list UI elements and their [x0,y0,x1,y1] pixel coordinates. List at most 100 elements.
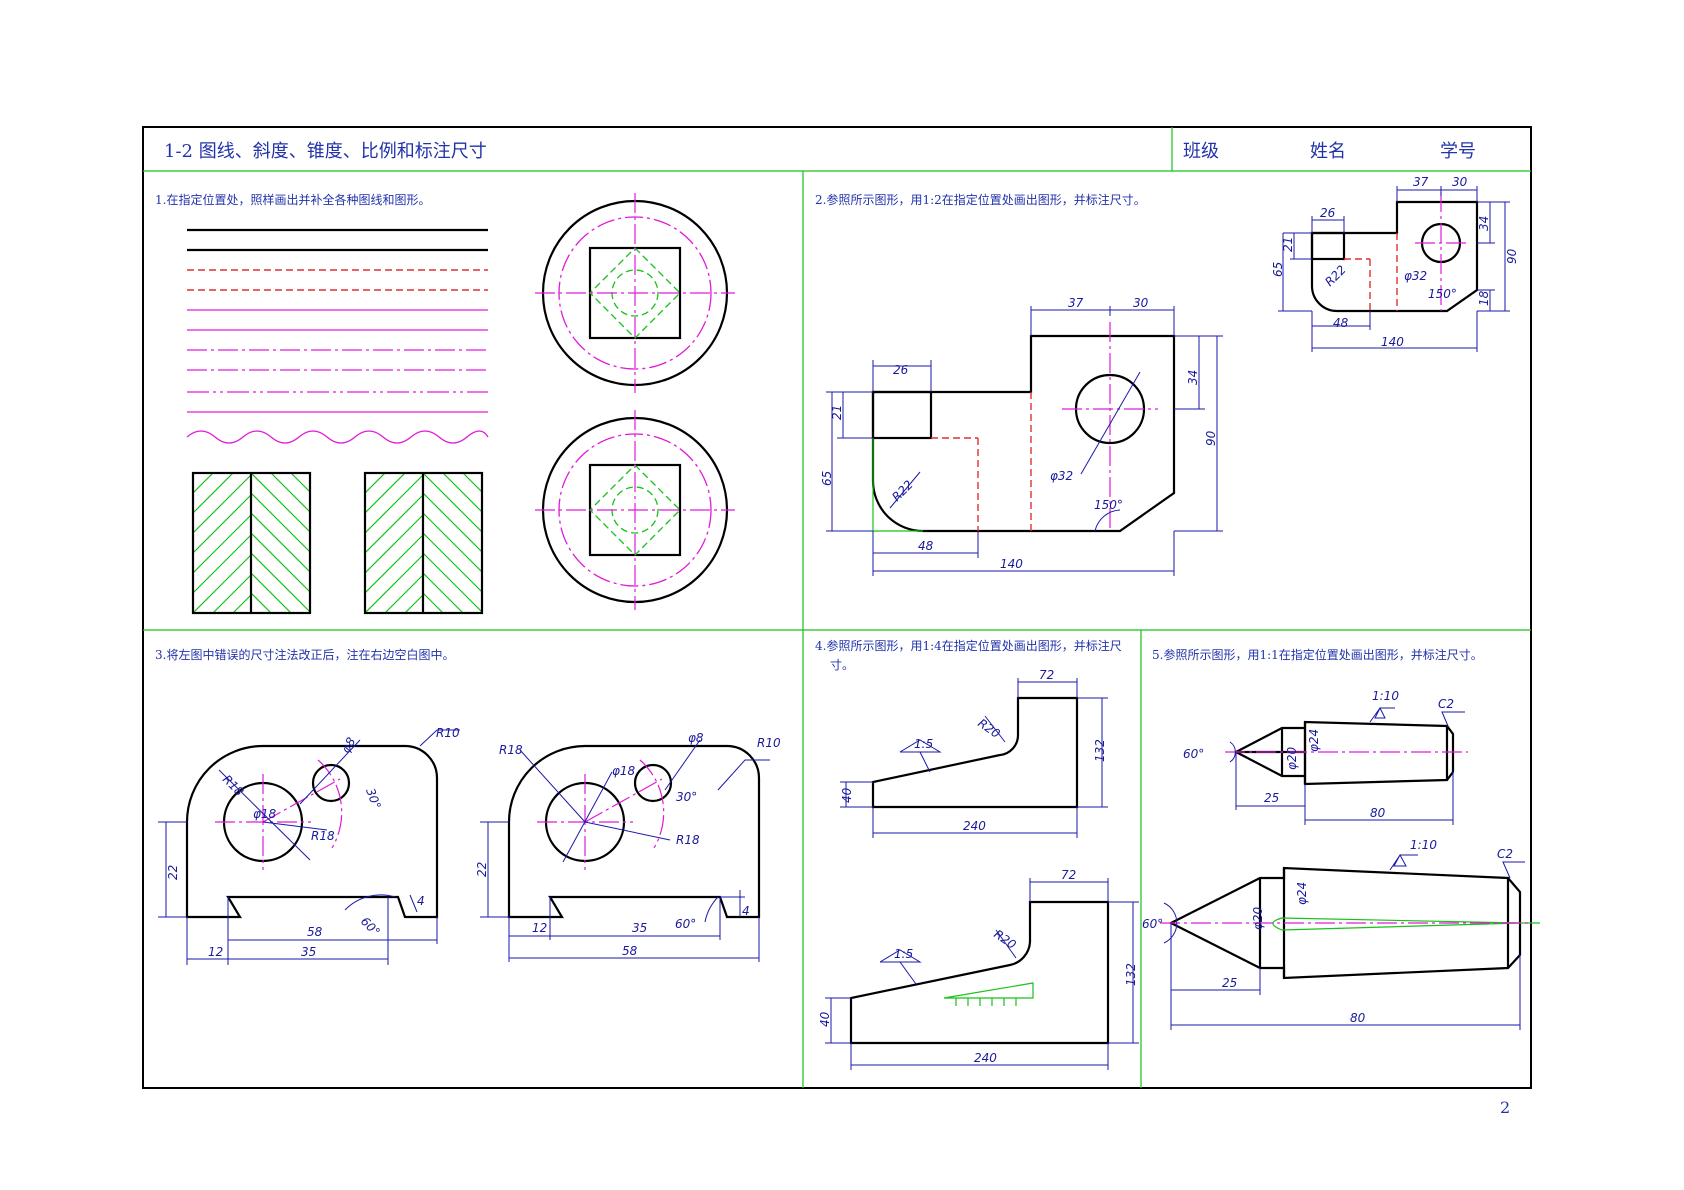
dimension-label: φ24 [1307,729,1321,752]
dimension-label: 21 [830,405,844,420]
dimension-label: 40 [818,1011,832,1027]
dimension-label: 22 [475,862,489,877]
part-drawing-large: 37 30 26 21 65 34 90 48 140 R22 φ32 150° [820,296,1223,576]
panel-grid [143,127,1531,1088]
dimension-label: R22 [1322,263,1349,290]
dimension-label: φ32 [1404,269,1427,283]
dimension-label: 150° [1428,287,1457,301]
task3-caption: 3.将左图中错误的尺寸注法改正后，注在右边空白图中。 [155,647,454,662]
center-part-large: 60° φ20 φ24 25 80 1:10 C2 [1142,838,1540,1030]
dimension-label: 30 [1452,175,1468,189]
dimension-label: R10 [436,726,460,740]
circle-square-figure-top [535,193,735,393]
dimension-label: 1:10 [1372,689,1399,703]
dimension-label: φ8 [688,731,704,745]
dimension-label: 40 [840,787,854,803]
dimension-label: 80 [1350,1011,1366,1025]
dimension-label: 4 [417,894,425,908]
sheet-border [142,126,1532,1089]
task4-caption-line2: 寸。 [830,658,854,672]
slope-part-large: 72 132 40 240 R20 1:5 [818,868,1139,1070]
dimension-label: 35 [632,921,647,935]
dimension-label: 30° [676,790,697,804]
dimension-label: φ8 [338,735,358,756]
dimension-label: 30° [363,786,383,811]
dimension-label: 90 [1204,430,1218,446]
line-type-samples [186,228,489,444]
dimension-label: 1:5 [914,737,933,751]
dimension-label: 25 [1222,976,1237,990]
dimension-label: R20 [991,927,1019,952]
dimension-label: 60° [1142,917,1163,931]
dimension-label: 58 [622,944,638,958]
dimension-label: φ18 [253,807,277,821]
dimension-label: 90 [1505,248,1519,264]
page-number: 2 [1500,1098,1510,1117]
dimension-label: 132 [1093,739,1107,762]
dimension-label: 58 [307,925,323,939]
dimension-label: 140 [1000,557,1023,571]
sheet-title: 1-2 图线、斜度、锥度、比例和标注尺寸 [164,141,487,162]
dimension-label: 30 [1133,296,1149,310]
dimension-label: 37 [1413,175,1429,189]
bracket-drawing-corrected: R18 φ18 φ8 30° R18 R10 22 12 35 60° 58 4 [475,731,781,962]
dimension-label: 12 [208,945,223,959]
circle-square-figure-bottom [535,410,735,610]
dimension-label: 80 [1370,806,1386,820]
dimension-label: 240 [963,819,986,833]
dimension-label: 37 [1068,296,1084,310]
dimension-label: 1:10 [1410,838,1437,852]
center-part-small: 60° φ20 φ24 25 80 1:10 C2 [1183,689,1468,825]
dimension-label: φ18 [612,764,636,778]
dimension-label: φ20 [1251,906,1265,930]
dimension-label: 25 [1264,791,1279,805]
dimension-label: 240 [974,1051,997,1065]
dimension-label: 60° [675,917,696,931]
class-label: 班级 [1183,141,1219,162]
dimension-label: 60° [358,914,383,939]
task4-caption-line1: 4.参照所示图形，用1:4在指定位置处画出图形，并标注尺 [815,638,1122,653]
dimension-label: 150° [1094,498,1123,512]
dimension-label: φ32 [1050,469,1073,483]
part-drawing-reference: 37 30 26 21 65 34 90 18 48 140 R22 φ32 1… [1271,175,1519,352]
task2-caption: 2.参照所示图形，用1:2在指定位置处画出图形，并标注尺寸。 [815,192,1146,207]
dimension-label: R18 [499,743,523,757]
task5-caption: 5.参照所示图形，用1:1在指定位置处画出图形，并标注尺寸。 [1152,647,1483,662]
dimension-label: 65 [1271,262,1285,277]
dimension-label: 34 [1477,216,1491,231]
dimension-label: 26 [1320,206,1336,220]
dimension-label: R20 [975,716,1003,741]
dimension-label: 4 [742,904,750,918]
name-label: 姓名 [1310,141,1346,162]
dimension-label: 34 [1186,370,1200,385]
dimension-label: 132 [1124,963,1138,986]
slope-part-small: 72 132 40 240 R20 1:5 [840,668,1108,838]
task1-caption: 1.在指定位置处，照样画出并补全各种图线和图形。 [155,192,430,207]
student-id-label: 学号 [1440,141,1476,162]
hatched-block-left [191,471,312,615]
dimension-label: R18 [676,833,700,847]
hatched-block-right [363,471,484,615]
dimension-label: 60° [1183,747,1204,761]
dimension-label: φ20 [1285,746,1299,770]
dimension-label: 48 [1333,316,1349,330]
dimension-label: 72 [1039,668,1054,682]
dimension-label: C2 [1497,847,1513,861]
dimension-label: R18 [311,829,335,843]
dimension-label: 22 [166,865,180,880]
dimension-label: 72 [1061,868,1076,882]
bracket-drawing-wrong: R10 R18 φ18 R18 φ8 30° 22 58 12 35 60° 4 [158,726,460,965]
dimension-label: R10 [757,736,781,750]
dimension-label: 35 [301,945,316,959]
dimension-label: 65 [820,471,834,486]
dimension-label: 18 [1477,290,1491,306]
dimension-label: C2 [1438,697,1454,711]
dimension-label: 1:5 [894,947,913,961]
dimension-label: 48 [918,539,934,553]
dimension-label: 21 [1281,237,1295,252]
dimension-label: 26 [893,363,909,377]
dimension-label: φ24 [1295,882,1309,905]
dimension-label: 12 [532,921,547,935]
dimension-label: R18 [220,772,247,799]
